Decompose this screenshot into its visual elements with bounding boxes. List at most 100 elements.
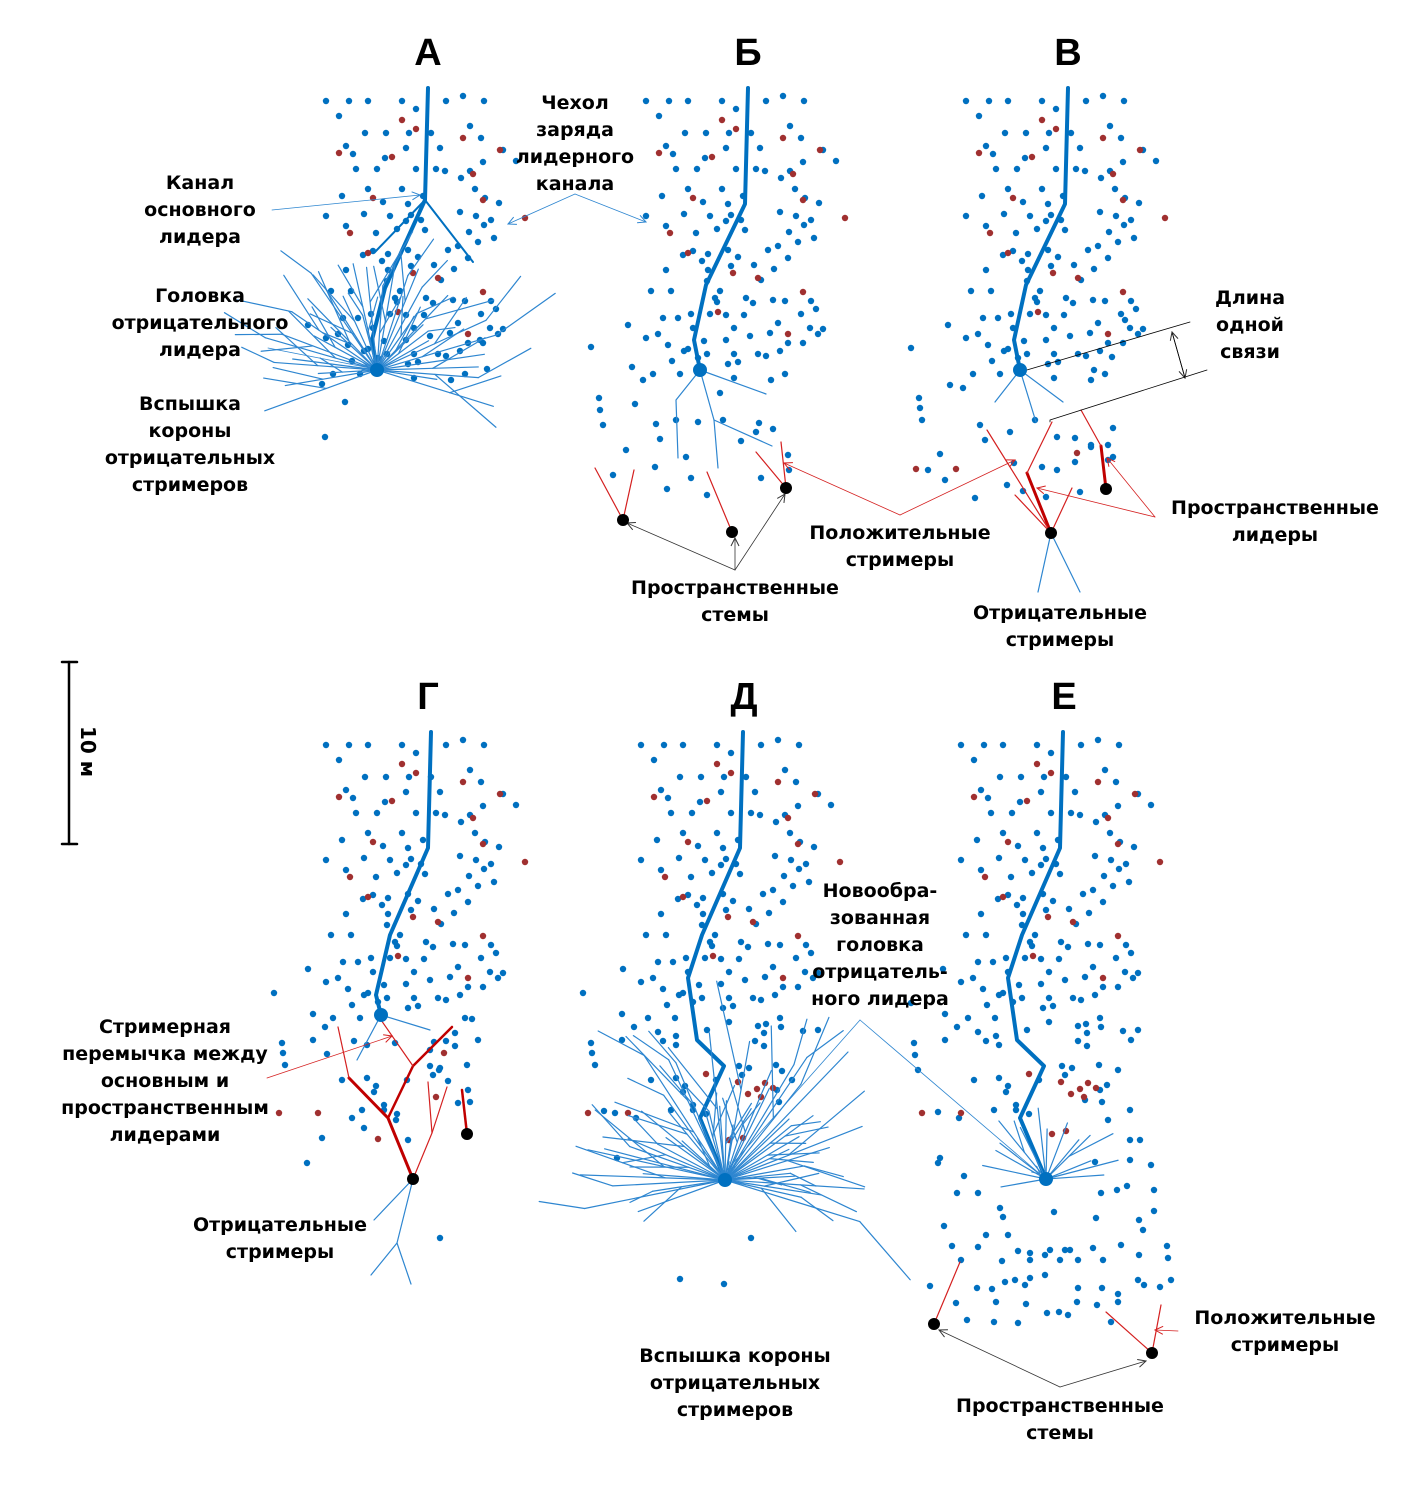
negative-charge-dot: [1026, 1249, 1034, 1257]
negative-charge-dot: [769, 963, 777, 971]
negative-charge-dot: [982, 1037, 990, 1045]
negative-streamer-branch: [667, 1046, 719, 1110]
negative-charge-dot: [679, 741, 687, 749]
negative-charge-dot: [810, 234, 818, 242]
negative-streamer: [699, 369, 767, 395]
negative-streamer-branch: [393, 315, 415, 354]
negative-streamer: [612, 1179, 726, 1187]
negative-charge-dot: [345, 97, 353, 105]
pointer-space-stem: [734, 494, 785, 571]
discharge-lines-layer: [223, 86, 1162, 1354]
negative-charge-dot: [404, 246, 412, 254]
negative-charge-dot: [698, 994, 706, 1002]
negative-charge-dot: [752, 428, 760, 436]
negative-charge-dot: [335, 756, 343, 764]
negative-charge-dot: [486, 324, 494, 332]
negative-charge-dot: [996, 773, 1004, 781]
space-stem: [726, 526, 738, 538]
negative-charge-dot: [654, 958, 662, 966]
negative-charge-dot: [342, 222, 350, 230]
negative-charge-dot: [495, 843, 503, 851]
negative-charge-dot: [687, 873, 695, 881]
negative-charge-dot: [987, 809, 995, 817]
negative-charge-dot: [1066, 332, 1074, 340]
negative-charge-dot: [426, 976, 434, 984]
negative-charge-dot: [990, 1106, 998, 1114]
negative-charge-dot: [360, 854, 368, 862]
positive-charge-dot: [364, 893, 372, 901]
negative-charge-dot: [1082, 1020, 1090, 1028]
pointer-streamer-bridge: [266, 1036, 392, 1079]
panel-title-g: Г: [417, 676, 439, 718]
negative-charge-dot: [703, 491, 711, 499]
negative-charge-dot: [1108, 353, 1116, 361]
negative-charge-dot: [398, 741, 406, 749]
negative-charge-dot: [279, 1049, 287, 1057]
positive-charge-dot: [314, 1109, 322, 1117]
negative-charge-dot: [1081, 167, 1089, 175]
negative-charge-dot: [1114, 802, 1122, 810]
positive-charge-dot: [1156, 858, 1164, 866]
negative-charge-dot: [396, 287, 404, 295]
negative-charge-dot: [436, 788, 444, 796]
negative-charge-dot: [335, 112, 343, 120]
negative-charge-dot: [446, 329, 454, 337]
negative-charge-dot: [786, 829, 794, 837]
negative-charge-dot: [797, 134, 805, 142]
negative-charge-dot: [667, 287, 675, 295]
negative-charge-dot: [729, 1002, 737, 1010]
negative-charge-dot: [1068, 1064, 1076, 1072]
negative-streamer-branch: [347, 292, 364, 316]
negative-charge-dot: [1126, 1136, 1134, 1144]
panel-title-b: Б: [734, 32, 762, 74]
link-length-dimension: [1172, 332, 1186, 379]
space-stem: [928, 1318, 940, 1330]
negative-charge-dot: [588, 1049, 596, 1057]
positive-charge-dot: [952, 465, 960, 473]
negative-charge-dot: [807, 216, 815, 224]
positive-charge-dot: [684, 838, 692, 846]
negative-charge-dot: [1086, 329, 1094, 337]
negative-charge-dot: [679, 829, 687, 837]
negative-charge-dot: [480, 97, 488, 105]
negative-streamer-branch: [434, 373, 497, 428]
positive-charge-dot: [1104, 330, 1112, 338]
negative-charge-dot: [1062, 773, 1070, 781]
negative-charge-dot: [1013, 901, 1021, 909]
negative-charge-dot: [1042, 311, 1050, 319]
panel-b-charge-cloud: [624, 92, 849, 384]
negative-charge-dot: [757, 474, 765, 482]
negative-charge-dot: [454, 963, 462, 971]
positive-charge-dot: [388, 797, 396, 805]
negative-leader-head: [1013, 363, 1027, 377]
negative-charge-dot: [1094, 319, 1102, 327]
positive-charge-dot: [789, 170, 797, 178]
negative-charge-dot: [1042, 906, 1050, 914]
positive-charge-dot: [432, 1093, 440, 1101]
main-leader-channel: [1012, 86, 1070, 372]
negative-charge-dot: [383, 994, 391, 1002]
negative-charge-dot: [472, 856, 480, 864]
negative-charge-dot: [792, 954, 800, 962]
negative-streamer-branch: [803, 1165, 844, 1178]
negative-charge-dot: [989, 150, 997, 158]
positive-charge-dot: [335, 793, 343, 801]
negative-charge-dot: [684, 185, 692, 193]
negative-charge-dot: [358, 1106, 366, 1114]
negative-streamer-branch: [770, 1025, 774, 1120]
main-leader-channel: [686, 730, 745, 1182]
negative-charge-dot: [727, 262, 735, 270]
negative-charge-dot: [480, 221, 488, 229]
negative-charge-dot: [1053, 466, 1061, 474]
negative-charge-dot: [354, 958, 362, 966]
negative-streamer-branch: [742, 1102, 761, 1125]
negative-charge-dot: [1019, 910, 1027, 918]
negative-charge-dot: [941, 1036, 949, 1044]
positive-charge-dot: [713, 760, 721, 768]
positive-charge-dot: [1004, 249, 1012, 257]
negative-charge-dot: [479, 158, 487, 166]
negative-charge-dot: [654, 1028, 662, 1036]
negative-charge-dot: [769, 296, 777, 304]
negative-charge-dot: [967, 287, 975, 295]
negative-charge-dot: [975, 112, 983, 120]
